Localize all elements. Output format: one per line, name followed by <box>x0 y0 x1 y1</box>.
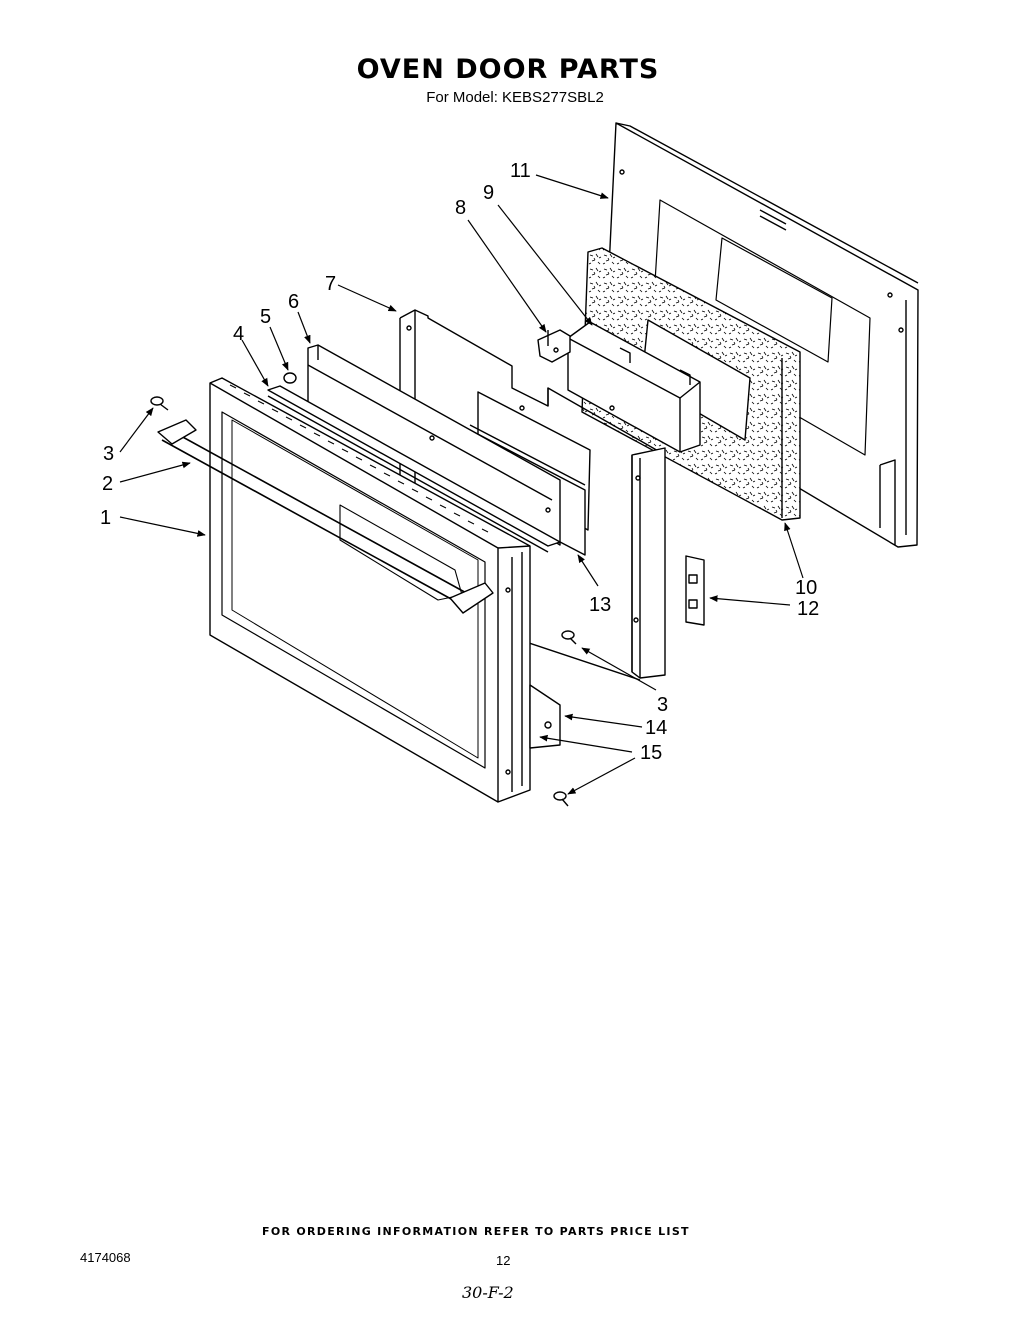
handwritten-note: 30-F-2 <box>462 1283 514 1302</box>
callout-4: 4 <box>233 323 244 345</box>
callout-10: 10 <box>795 577 817 599</box>
callout-2: 2 <box>102 473 113 495</box>
screw-bottom <box>553 791 569 807</box>
callout-6: 6 <box>288 291 299 313</box>
page-number: 12 <box>496 1253 511 1268</box>
callout-11: 11 <box>510 160 531 182</box>
callout-8: 8 <box>455 197 466 219</box>
model-subtitle: For Model: KEBS277SBL2 <box>426 89 604 106</box>
ordering-info-note: FOR ORDERING INFORMATION REFER TO PARTS … <box>262 1225 690 1238</box>
callout-labels: 1 2 3 3 4 5 6 7 8 9 10 11 12 13 14 15 <box>100 160 819 764</box>
screw-right <box>561 630 577 645</box>
leader-lines <box>119 174 804 795</box>
hinge-bracket <box>685 555 705 626</box>
document-number: 4174068 <box>80 1250 131 1265</box>
frame-vent-slots <box>229 384 489 533</box>
outer-door-frame <box>209 377 531 803</box>
callout-7: 7 <box>325 273 336 295</box>
callout-5: 5 <box>260 306 271 328</box>
hinge-plate <box>529 684 561 749</box>
screw-top-left <box>150 396 169 411</box>
page-title: OVEN DOOR PARTS <box>356 54 660 85</box>
callout-13: 13 <box>589 594 611 616</box>
vent-trim <box>267 385 561 553</box>
callout-3-right: 3 <box>657 694 668 716</box>
door-stop-plug <box>283 372 297 384</box>
vent-bracket <box>537 329 571 363</box>
callout-12: 12 <box>797 598 819 620</box>
callout-15: 15 <box>640 742 662 764</box>
callout-1: 1 <box>100 507 111 529</box>
callout-3-left: 3 <box>103 443 114 465</box>
callout-14: 14 <box>645 717 667 739</box>
callout-9: 9 <box>483 182 494 204</box>
door-handle <box>157 419 494 614</box>
